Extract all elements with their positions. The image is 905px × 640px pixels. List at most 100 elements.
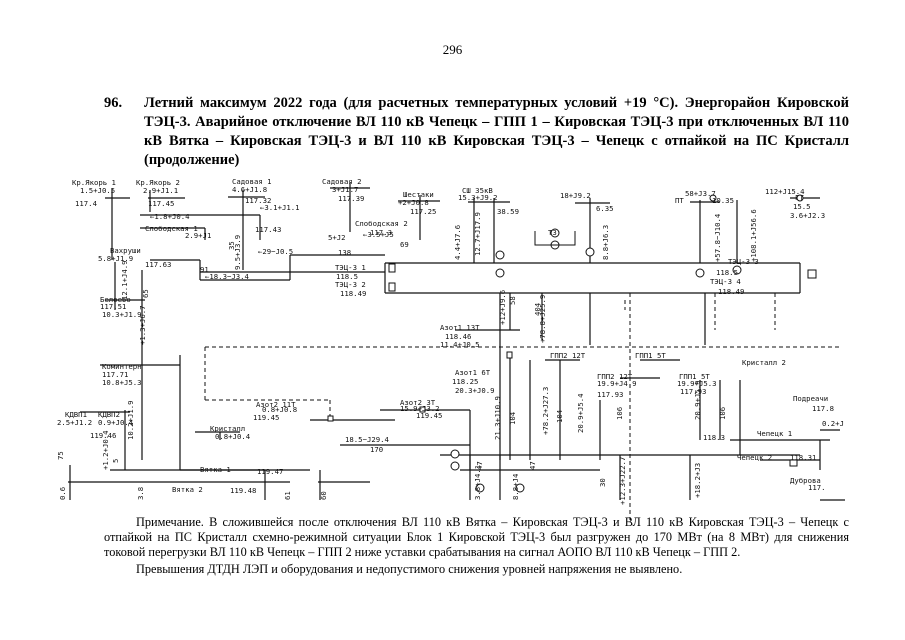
diagram-label: 118.5	[336, 272, 358, 281]
diagram-label: 10.2+J1.9	[126, 400, 135, 440]
diagram-label: 119.48	[230, 486, 256, 495]
diagram-label: +78.8+J25.9	[538, 295, 547, 343]
diagram-label: 0.8+J0.4	[215, 432, 251, 441]
diagram-label: ←18.3−J3.4	[205, 272, 250, 281]
diagram-label: Азот2 11Т	[256, 400, 296, 409]
diagram-label: 117.3	[370, 228, 392, 237]
diagram-label: ТЗ	[548, 228, 557, 237]
diagram-label: 3.6+J2.3	[790, 211, 825, 220]
diagram-lines	[68, 182, 845, 501]
diagram-label: 30	[598, 478, 607, 487]
diagram-label: 117.63	[145, 260, 171, 269]
diagram-label: +18.2+J3	[693, 463, 702, 498]
section-title: Летний максимум 2022 года (для расчетных…	[144, 95, 849, 168]
diagram-label: 118.49	[340, 289, 366, 298]
diagram-label: +1.3+J6.7	[138, 305, 147, 345]
diagram-label: 170	[370, 445, 383, 454]
diagram-label: 9.5+J3.9	[233, 235, 242, 270]
diagram-label: 112+J15.4	[765, 187, 805, 196]
diagram-label: 118.3	[703, 433, 725, 442]
diagram-label: 4.4+J7.6	[453, 225, 462, 260]
diagram-label: ГПП2 12Т	[550, 351, 586, 360]
diagram-label: 15.9+J3.2	[400, 404, 440, 413]
diagram-label: Шестаки	[403, 190, 434, 199]
diagram-label: ГПП1 5Т	[635, 351, 666, 360]
diagram-label: 117.43	[255, 225, 281, 234]
diagram-label: ГТ	[795, 193, 804, 202]
diagram-label: 0.6	[58, 487, 67, 500]
diagram-label: 119.47	[257, 467, 283, 476]
diagram-label: +12.3+J22.7	[618, 457, 627, 505]
diagram-label: 117.8	[812, 404, 834, 413]
diagram-label: 118.49	[718, 287, 744, 296]
diagram-label: 2.9+J1.1	[143, 186, 178, 195]
diagram-label: 117.	[808, 483, 826, 492]
diagram-label: КДВП1	[65, 410, 87, 419]
diagram-label: 117.71	[102, 370, 128, 379]
note-paragraph-1: Примечание. В сложившейся после отключен…	[104, 515, 849, 559]
diagram-label: 138	[338, 248, 351, 257]
transformer-symbol	[709, 194, 717, 202]
diagram-label: СШ 35кВ	[462, 186, 493, 195]
diagram-label: 104	[508, 411, 517, 425]
diagram-label: Кристалл	[210, 424, 245, 433]
diagram-label: Азот1 6Т	[455, 368, 491, 377]
diagram-label: Вятка 1	[200, 465, 231, 474]
diagram-label: 20.9+J5.4	[576, 393, 585, 433]
diagram-label: 58	[508, 296, 517, 305]
diagram-label: 35	[227, 241, 236, 250]
diagram-label: КДВП2	[98, 410, 120, 419]
diagram-label: 12.7+J17.9	[473, 212, 482, 256]
diagram-label: 69	[400, 240, 409, 249]
transformer-symbol	[695, 268, 705, 278]
diagram-label: 118.31	[790, 453, 816, 462]
diagram-label: Слободская 2	[355, 219, 408, 228]
transformer-symbol	[495, 268, 505, 278]
diagram-label: 75	[56, 451, 65, 460]
note-block: Примечание. В сложившейся после отключен…	[104, 515, 849, 577]
diagram-label: 8.8+J6.3	[601, 225, 610, 260]
diagram-label: ←3.1+J1.1	[260, 203, 300, 212]
diagram-label: 10.8+J5.3	[102, 378, 142, 387]
diagram-label: 106	[718, 407, 727, 420]
breaker-symbol	[506, 351, 513, 359]
diagram-label: ТЭЦ-3 1	[335, 263, 366, 272]
transformer-symbol	[475, 483, 485, 493]
diagram-label: 15.3+J9.2	[458, 193, 498, 202]
breaker-symbol	[388, 282, 396, 292]
section-number: 96.	[104, 95, 123, 111]
diagram-label: 404	[533, 302, 542, 316]
diagram-label: ГПП2 12Т	[597, 372, 633, 381]
diagram-label: 118.5	[716, 268, 738, 277]
transformer-symbol	[550, 240, 560, 250]
diagram-label: Вятка 2	[172, 485, 203, 494]
transformer-symbol	[515, 483, 525, 493]
transformer-symbol	[550, 228, 560, 238]
transformer-t3-frame	[534, 231, 576, 246]
diagram-label: 65	[141, 289, 150, 298]
diagram-label: 117.39	[338, 194, 364, 203]
breaker-symbol	[789, 459, 798, 467]
diagram-label: 18+J9.2	[560, 191, 591, 200]
diagram-label: Кристалл 2	[742, 358, 786, 367]
diagram-label: 5.8+J1.9	[98, 254, 133, 263]
transformer-symbol	[450, 461, 460, 471]
diagram-equipment	[327, 194, 817, 493]
diagram-label: 106	[615, 407, 624, 420]
note-paragraph-2: Превышения ДТДН ЛЭП и оборудования и нед…	[136, 562, 683, 576]
diagram-label: 6.35	[596, 204, 614, 213]
diagram-label: 91	[200, 265, 209, 274]
diagram-label: +1.2+J0.4	[101, 430, 110, 470]
breaker-symbol	[807, 269, 817, 279]
diagram-label: 8.8+J4	[511, 473, 520, 500]
diagram-label: 117.4	[75, 199, 98, 208]
diagram-label: 10.35	[712, 196, 734, 205]
diagram-label: 118.46	[445, 332, 471, 341]
page-number: 296	[442, 42, 463, 57]
breaker-symbol	[419, 406, 426, 413]
diagram-label: Азот2 3Т	[400, 398, 436, 407]
diagram-label: +2+J0.8	[398, 198, 429, 207]
diagram-label: 1.5+J0.5	[80, 186, 115, 195]
diagram-label: ТЭЦ-3 4	[710, 277, 741, 286]
